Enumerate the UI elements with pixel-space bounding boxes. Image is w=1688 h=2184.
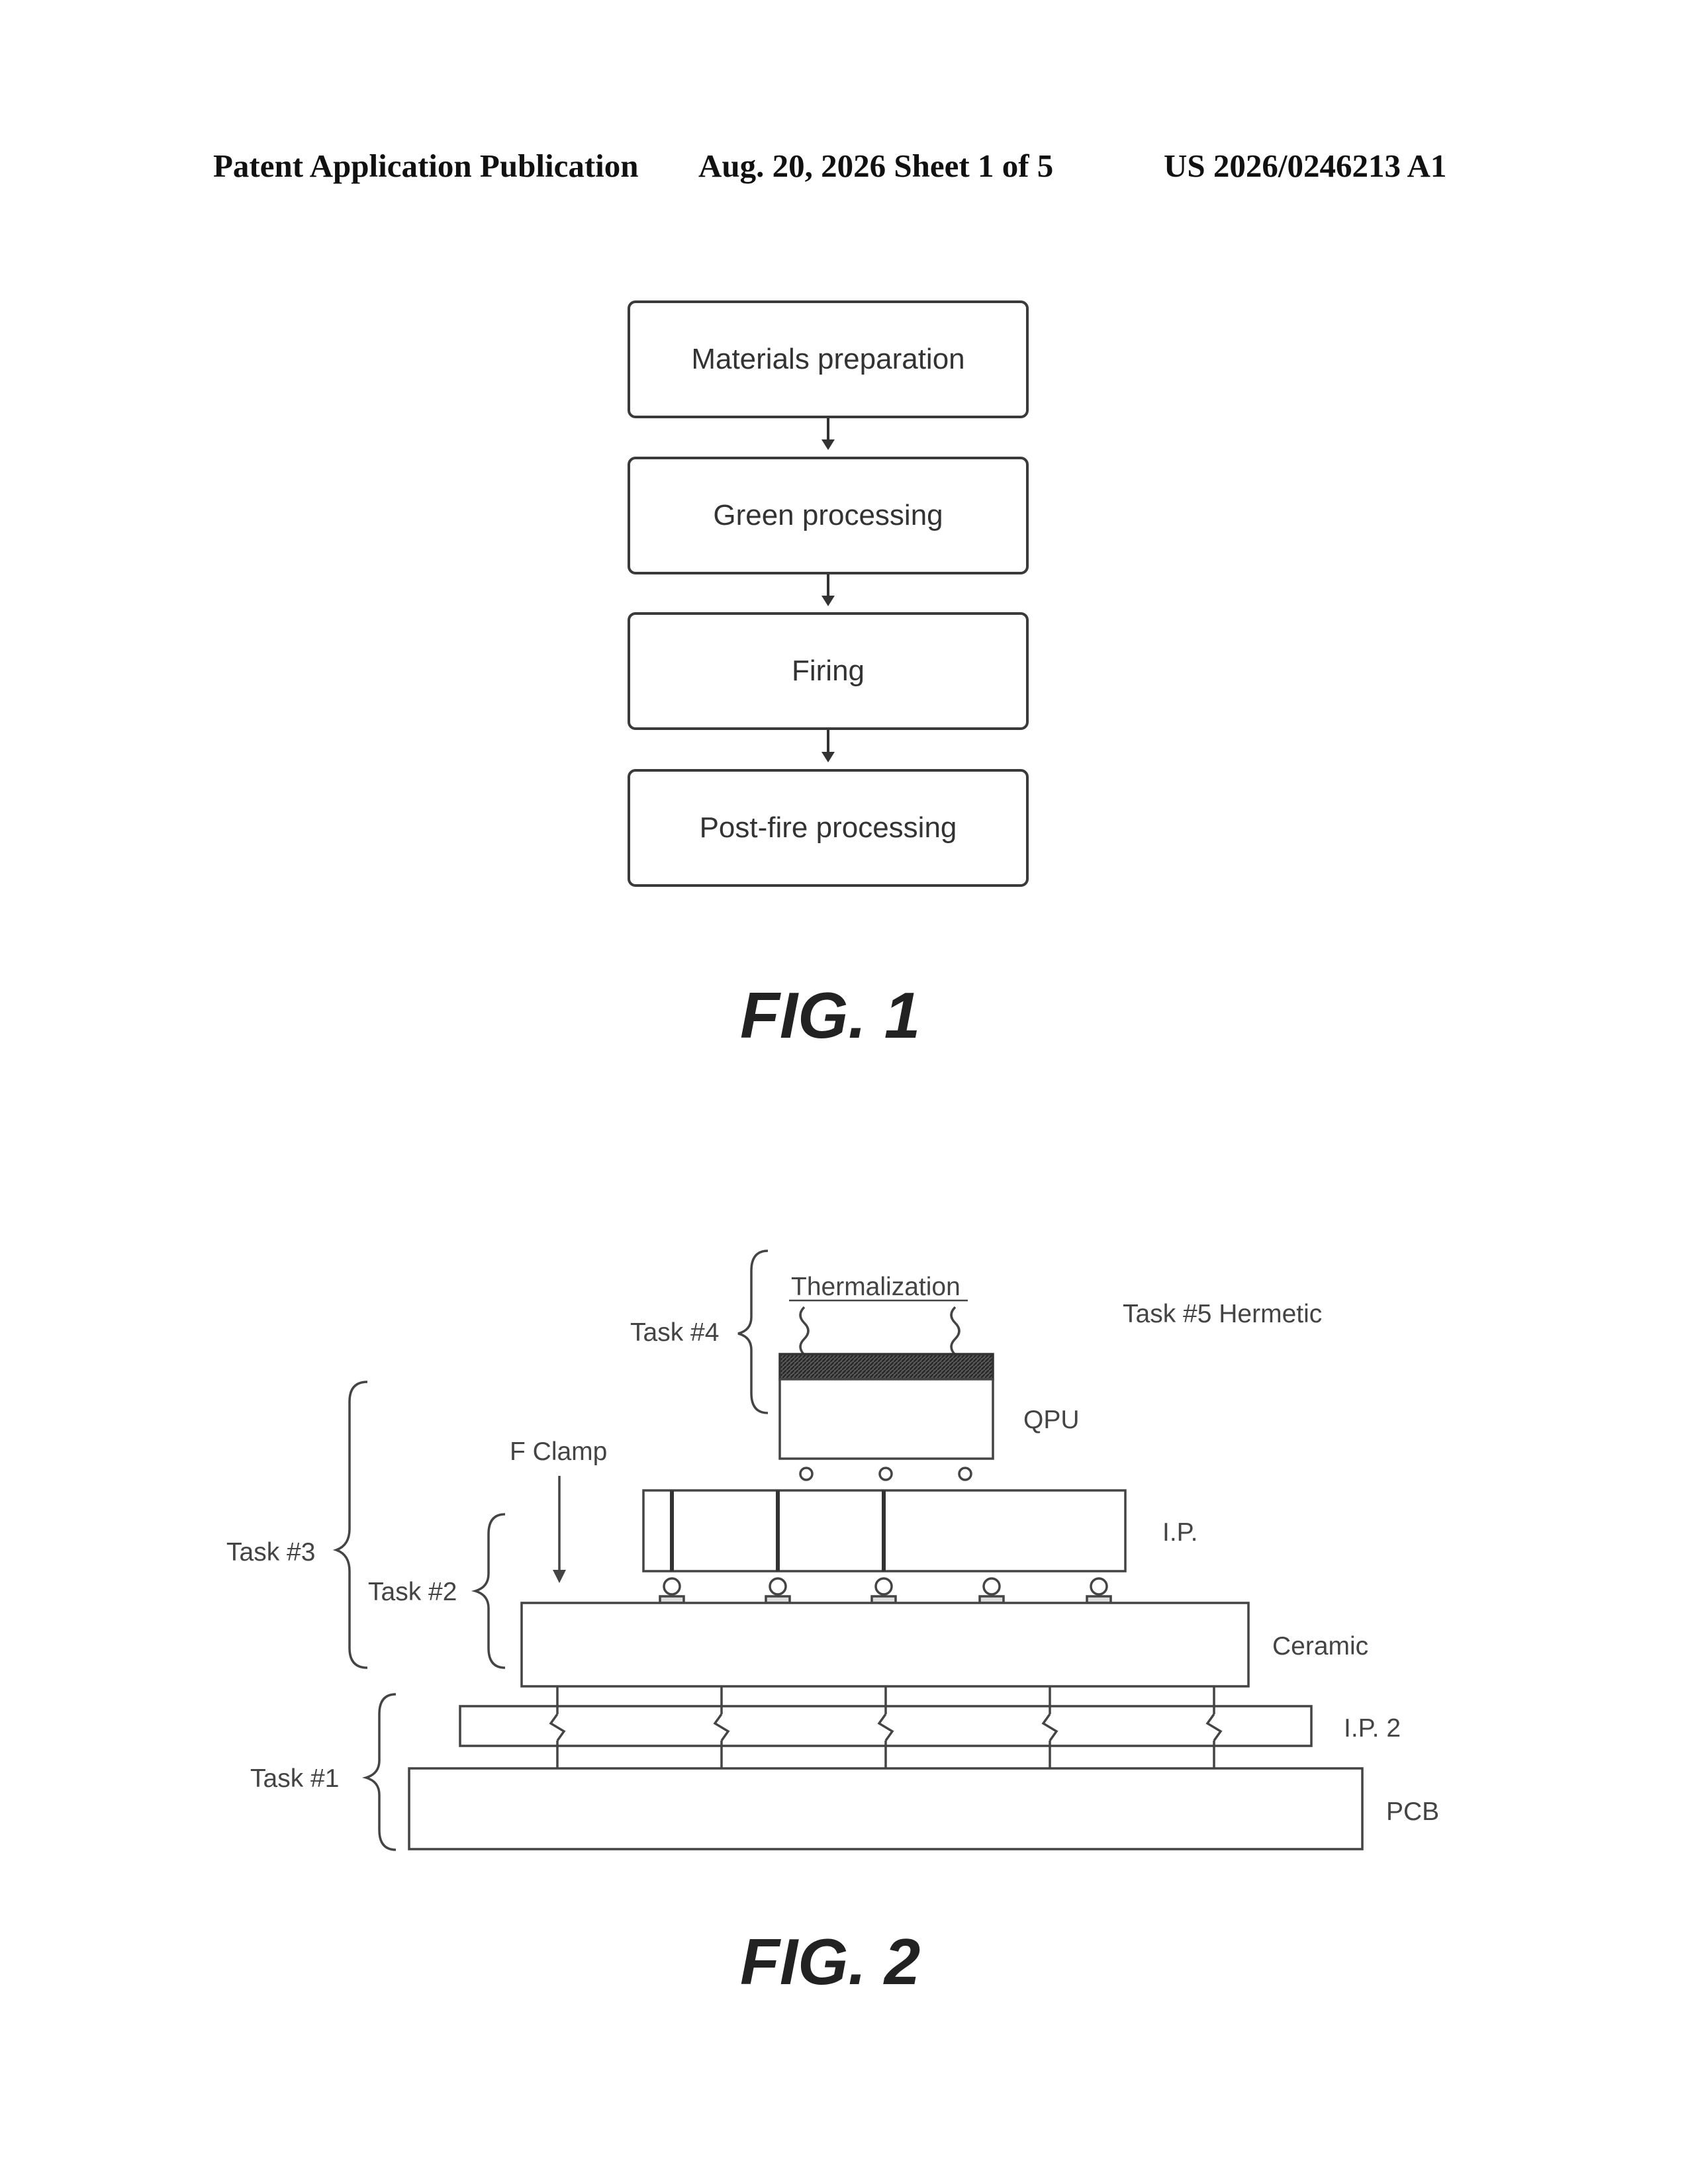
- fig2-diagram: [336, 1251, 1362, 1850]
- ceramic-box: [522, 1603, 1248, 1686]
- task4-brace: [738, 1251, 768, 1413]
- task1-brace: [366, 1694, 396, 1850]
- qpu-box: [780, 1379, 993, 1459]
- label-ip: I.P.: [1162, 1518, 1198, 1547]
- flow-arrows: [821, 418, 835, 762]
- interposer-bumps: [660, 1578, 1111, 1603]
- squiggle-left: [800, 1307, 808, 1355]
- squiggle-right: [951, 1307, 959, 1355]
- figure-2-caption: FIG. 2: [740, 1925, 920, 1999]
- label-qpu: QPU: [1023, 1406, 1080, 1434]
- qpu-bump: [880, 1468, 892, 1480]
- label-fclamp: F Clamp: [510, 1437, 607, 1466]
- label-task5-hermetic: Task #5 Hermetic: [1123, 1300, 1322, 1328]
- task3-brace: [336, 1382, 367, 1668]
- qpu-thermal-layer: [780, 1354, 993, 1379]
- label-task1: Task #1: [250, 1764, 339, 1793]
- pcb-box: [409, 1768, 1362, 1849]
- qpu-bump: [959, 1468, 971, 1480]
- label-task2: Task #2: [368, 1578, 457, 1606]
- label-task3: Task #3: [226, 1538, 315, 1567]
- label-task4: Task #4: [630, 1318, 719, 1347]
- label-thermalization: Thermalization: [791, 1273, 961, 1301]
- label-pcb: PCB: [1386, 1797, 1439, 1826]
- figure-1-caption: FIG. 1: [740, 978, 920, 1053]
- label-ceramic: Ceramic: [1272, 1632, 1368, 1661]
- label-ip2: I.P. 2: [1344, 1714, 1401, 1743]
- qpu-bump: [800, 1468, 812, 1480]
- task2-brace: [475, 1514, 505, 1668]
